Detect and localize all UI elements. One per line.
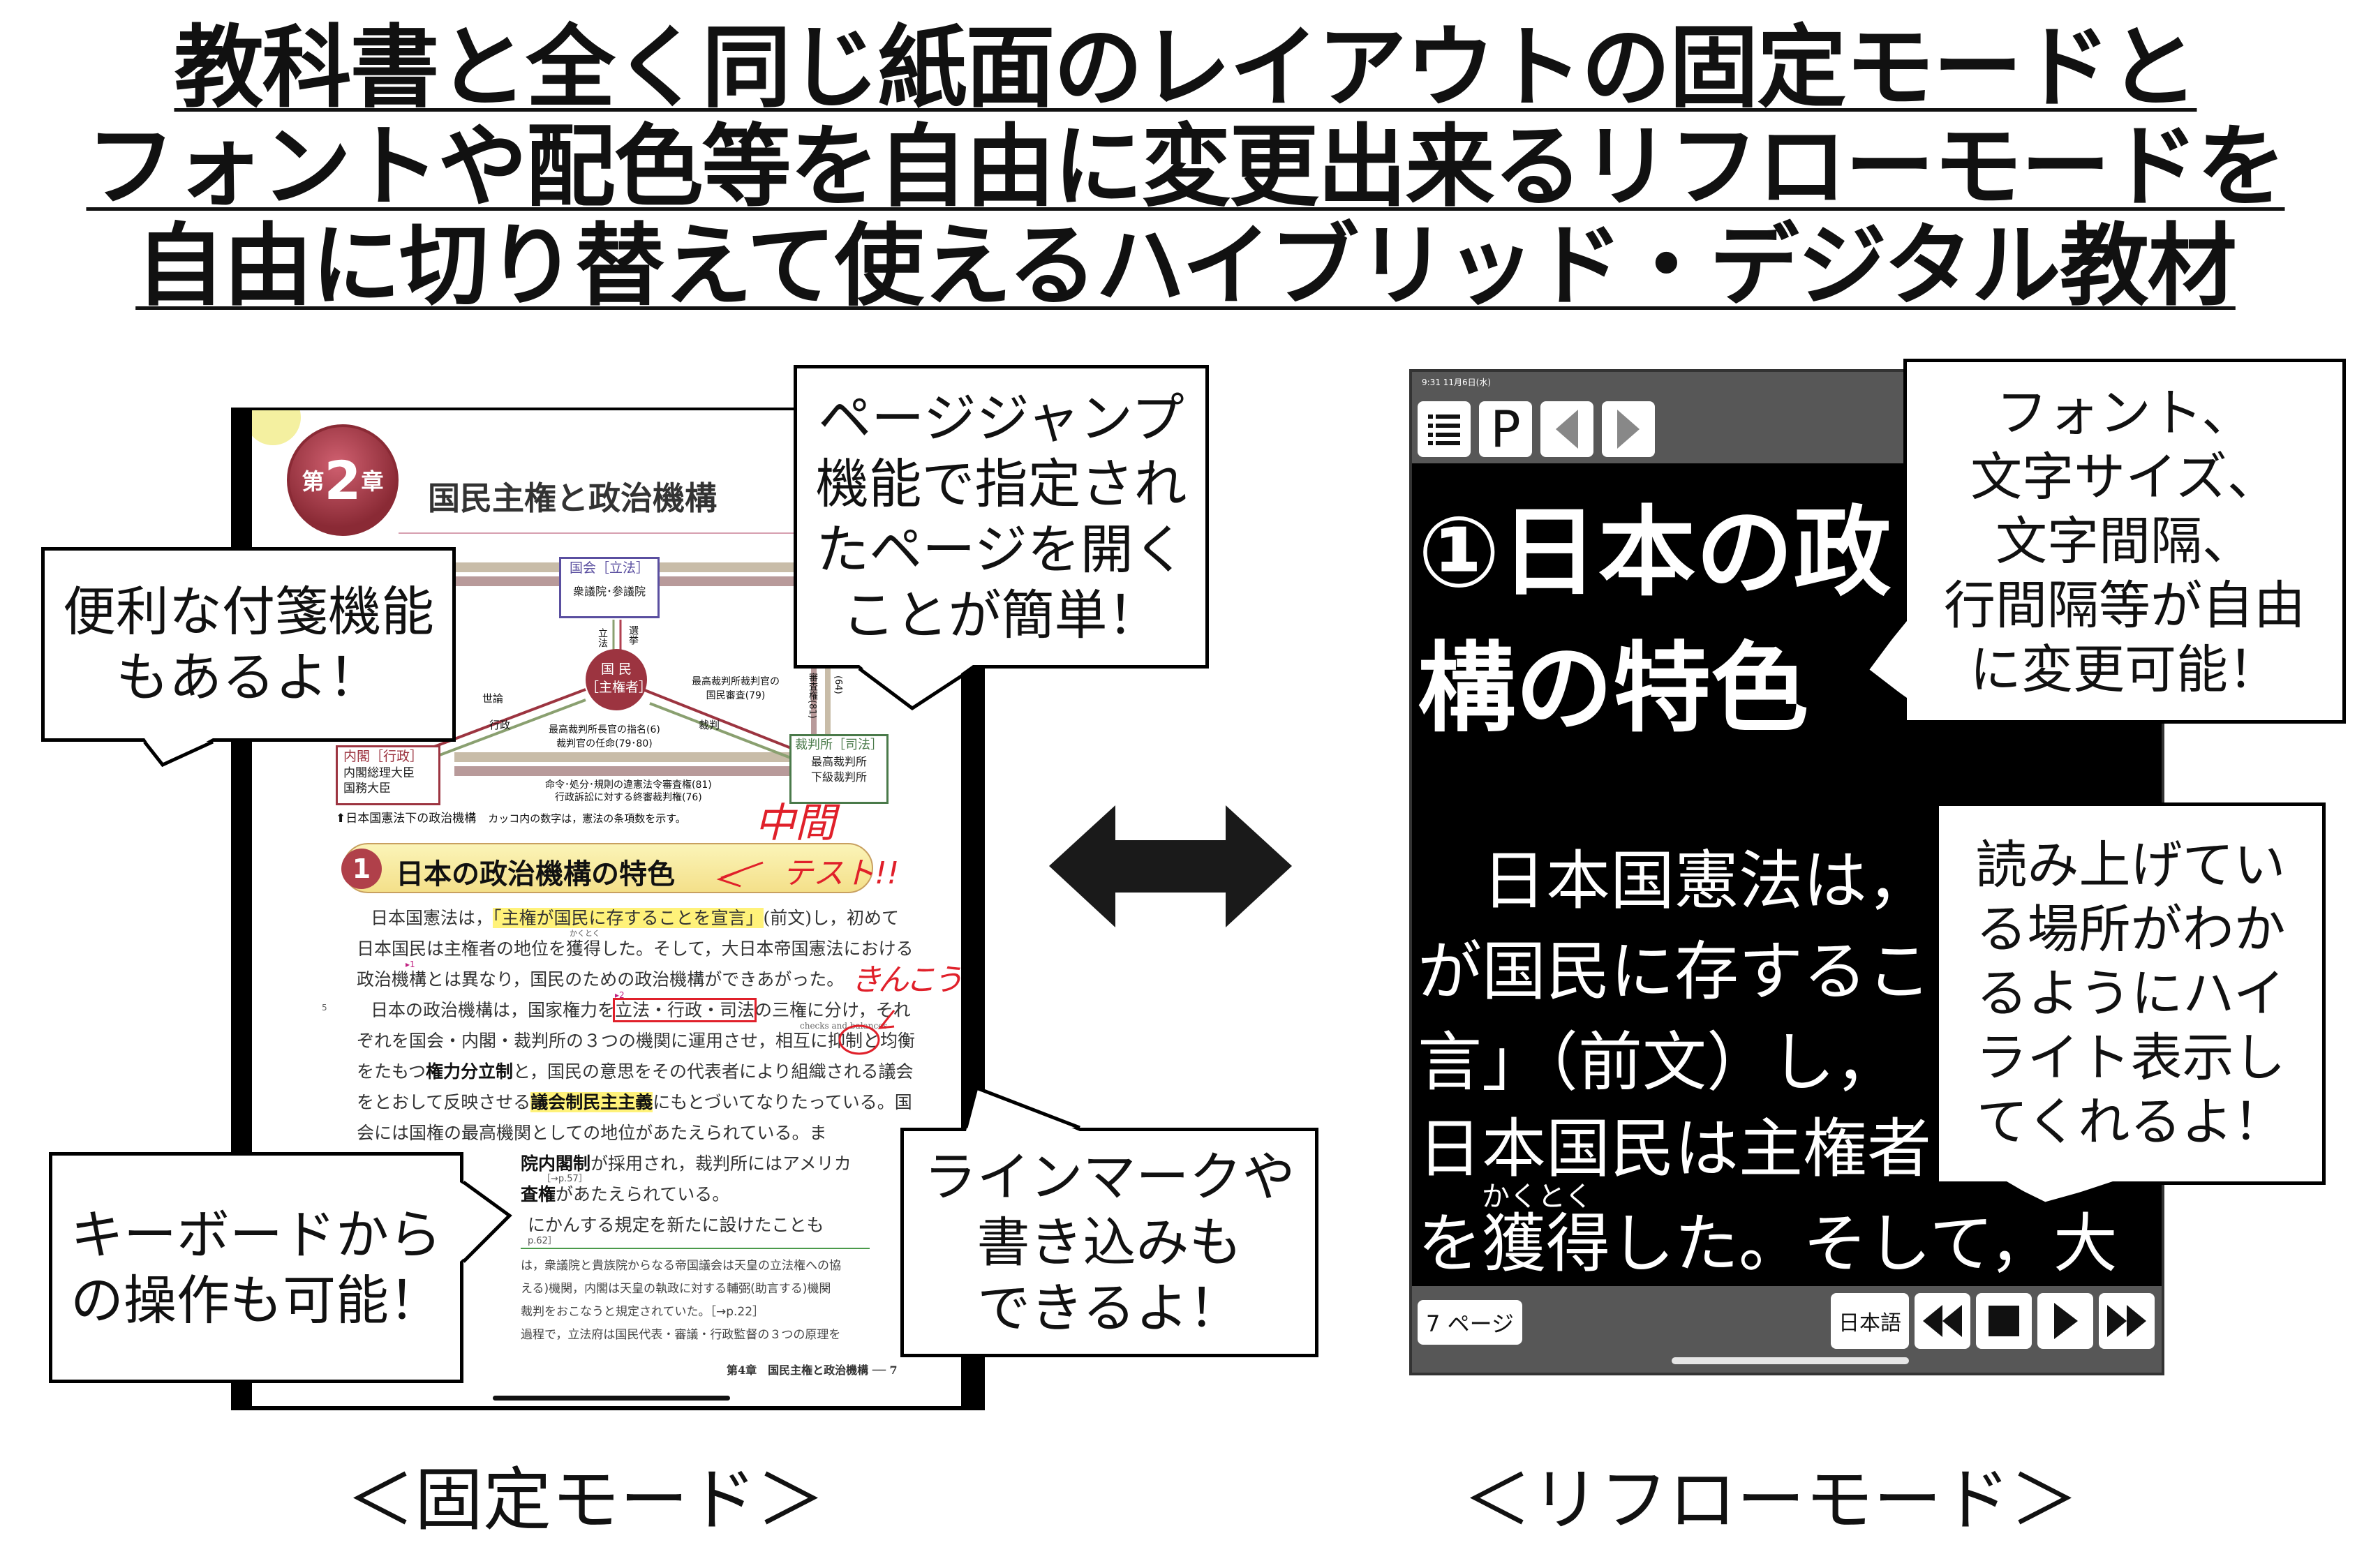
headline-line-1: 教科書と全く同じ紙面のレイアウトの固定モードと bbox=[174, 16, 2198, 120]
ruby-text: かくとく bbox=[570, 929, 600, 938]
diagram-band bbox=[454, 752, 789, 762]
label-legislation: 立法 bbox=[597, 628, 608, 648]
play-button[interactable] bbox=[2037, 1293, 2093, 1349]
body-line[interactable]: ぞれを国会・内閣・裁判所の３つの機関に運用させ，相互に抑制と均衡 bbox=[357, 1031, 916, 1051]
diagram-people-circle: 国 民［主権者］ bbox=[586, 649, 652, 710]
label-opinion: 世論 bbox=[482, 692, 504, 705]
diagram-diet-box: 国会［立法］ 衆議院･参議院 bbox=[559, 557, 660, 618]
label-appointment: 最高裁判所長官の指名(6)裁判官の任命(79･80) bbox=[549, 724, 660, 749]
rewind-icon bbox=[1923, 1305, 1962, 1337]
headline-line-3: 自由に切り替えて使えるハイブリッド・デジタル教材 bbox=[135, 214, 2237, 318]
next-page-button[interactable] bbox=[1602, 401, 1655, 457]
prev-page-button[interactable] bbox=[1540, 401, 1593, 457]
diagram-caption: ⬆日本国憲法下の政治機構 カッコ内の数字は，憲法の条項数を示す。 bbox=[336, 812, 686, 826]
stop-button[interactable] bbox=[1976, 1293, 2032, 1349]
bottom-toolbar: 7 ページ 日本語 bbox=[1412, 1286, 2162, 1373]
page-jump-button[interactable]: P bbox=[1479, 400, 1532, 458]
reflow-body-line: 言」（前文）し， bbox=[1418, 1025, 1900, 1100]
home-indicator[interactable] bbox=[1672, 1357, 1909, 1364]
fast-forward-icon bbox=[2107, 1305, 2146, 1337]
label-judgment: 裁判 bbox=[699, 719, 720, 731]
footnote-marker: ▸2 bbox=[615, 990, 625, 1000]
page-footer: 第4章 国民主権と政治機構 ── 7 bbox=[727, 1364, 898, 1377]
line-number: 5 bbox=[322, 1003, 327, 1013]
section-heading: 1 日本の政治機構の特色 bbox=[341, 843, 873, 893]
label-judicial-review: 命令･処分･規則の違憲法令審査権(81)行政訴訟に対する終審裁判権(76) bbox=[545, 779, 712, 803]
switch-double-arrow-icon bbox=[1049, 805, 1292, 927]
callout-keyboard: キーボードからの操作も可能！ bbox=[49, 1152, 463, 1383]
section-number: 1 bbox=[341, 849, 382, 889]
callout-read-aloud: 読み上げている場所がわかるようにハイライト表示してくれるよ！ bbox=[1935, 802, 2326, 1185]
label-right2: (64) bbox=[833, 675, 843, 694]
title-rule bbox=[399, 532, 961, 534]
body-line[interactable]: をたもつ権力分立制と，国民の意思をその代表者により組織される議会 bbox=[357, 1061, 914, 1082]
body-line[interactable]: 院内閣制が採用され，裁判所にはアメリカ bbox=[521, 1153, 852, 1174]
callout-font-settings: フォント、文字サイズ、文字間隔、行間隔等が自由に変更可能！ bbox=[1903, 359, 2346, 724]
body-line[interactable]: 日本の政治機構は，国家権力を立法・行政・司法の三権に分け，それ bbox=[371, 998, 911, 1022]
fixed-mode-label: ＜固定モード＞ bbox=[345, 1461, 825, 1540]
list-icon bbox=[1428, 415, 1460, 445]
body-line[interactable]: 日本国民は主権者の地位を獲得した。そして，大日本帝国憲法における bbox=[357, 939, 914, 959]
play-icon bbox=[2054, 1303, 2078, 1339]
diagram-band bbox=[454, 766, 789, 776]
handwriting-strokes bbox=[716, 861, 895, 1055]
page-reference[interactable]: ［→p.57］ bbox=[542, 1174, 588, 1184]
diagram-court-box: 裁判所［司法］ 最高裁判所 下級裁判所 bbox=[789, 734, 889, 804]
triangle-left-icon bbox=[1556, 410, 1578, 449]
annotation-english: checks and balances bbox=[800, 1021, 888, 1031]
reflow-body-line: 日本国憲法は， bbox=[1418, 844, 1932, 918]
label-election: 選挙 bbox=[627, 625, 639, 645]
triangle-right-icon bbox=[1617, 410, 1640, 449]
reflow-body-line: 日本国民は主権者 bbox=[1418, 1112, 1932, 1186]
callout-page-jump: ページジャンプ機能で指定されたページを開くことが簡単！ bbox=[794, 365, 1209, 669]
label-right1: 審査権(81) bbox=[807, 673, 817, 719]
footnote-rule bbox=[521, 1248, 870, 1249]
body-line[interactable]: にかんする規定を新たに設けたことも bbox=[528, 1215, 824, 1235]
body-line[interactable]: 日本国憲法は，「主権が国民に存することを宣言」(前文)し，初めて bbox=[371, 908, 900, 928]
label-administration: 行政 bbox=[489, 719, 511, 731]
stop-icon bbox=[1989, 1306, 2019, 1336]
footnotes: は，衆議院と貴族院からなる帝国議会は天皇の立法権への協える)機関，内閣は天皇の執… bbox=[521, 1259, 841, 1342]
chapter-title: 国民主権と政治機構 bbox=[428, 479, 717, 517]
reflow-body-line: を獲得した。そして，大 bbox=[1418, 1207, 2118, 1281]
section-title: 日本の政治機構の特色 bbox=[396, 858, 675, 890]
body-line[interactable]: 会には国権の最高機関としての地位があたえられている。ま bbox=[357, 1123, 827, 1143]
callout-line-mark: ラインマークや書き込みもできるよ！ bbox=[900, 1128, 1318, 1357]
reflow-ruby: かくとく bbox=[1482, 1181, 1593, 1213]
language-button[interactable]: 日本語 bbox=[1831, 1293, 1909, 1349]
handwriting-note[interactable]: テスト!! bbox=[782, 856, 900, 891]
footnote-marker: ▸1 bbox=[406, 960, 415, 969]
home-indicator[interactable] bbox=[493, 1396, 730, 1401]
handwriting-note[interactable]: きんこう bbox=[851, 962, 961, 998]
page-indicator[interactable]: 7 ページ bbox=[1418, 1300, 1522, 1345]
rewind-button[interactable] bbox=[1915, 1293, 1970, 1349]
reflow-mode-label: ＜リフローモード＞ bbox=[1462, 1461, 2079, 1540]
status-time: 9:31 11月6日(水) bbox=[1422, 378, 1492, 387]
handwriting-note[interactable]: 中間 bbox=[755, 799, 836, 846]
table-of-contents-button[interactable] bbox=[1418, 401, 1471, 457]
headline-line-2: フォントや配色等を自由に変更出来るリフローモードを bbox=[86, 115, 2286, 219]
diagram-cabinet-box: 内閣［行政］ 内閣総理大臣 国務大臣 bbox=[336, 745, 440, 805]
body-line[interactable]: をとおして反映させる議会制民主主義にもとづいてなりたっている。国 bbox=[357, 1092, 912, 1112]
reflow-body-line: が国民に存するこ bbox=[1418, 934, 1932, 1009]
fast-forward-button[interactable] bbox=[2099, 1293, 2155, 1349]
label-review: 最高裁判所裁判官の 国民審査(79) bbox=[692, 676, 780, 701]
body-line[interactable]: 政治機構とは異なり，国民のための政治機構ができあがった。 bbox=[357, 969, 845, 990]
reflow-heading-line: 構の特色 bbox=[1418, 632, 1809, 746]
body-line[interactable]: 査権があたえられている。 bbox=[521, 1184, 730, 1204]
callout-sticky-note: 便利な付箋機能もあるよ！ bbox=[41, 547, 456, 742]
page-reference[interactable]: p.62］ bbox=[528, 1236, 557, 1246]
reflow-heading-line: ①日本の政 bbox=[1418, 496, 1891, 610]
